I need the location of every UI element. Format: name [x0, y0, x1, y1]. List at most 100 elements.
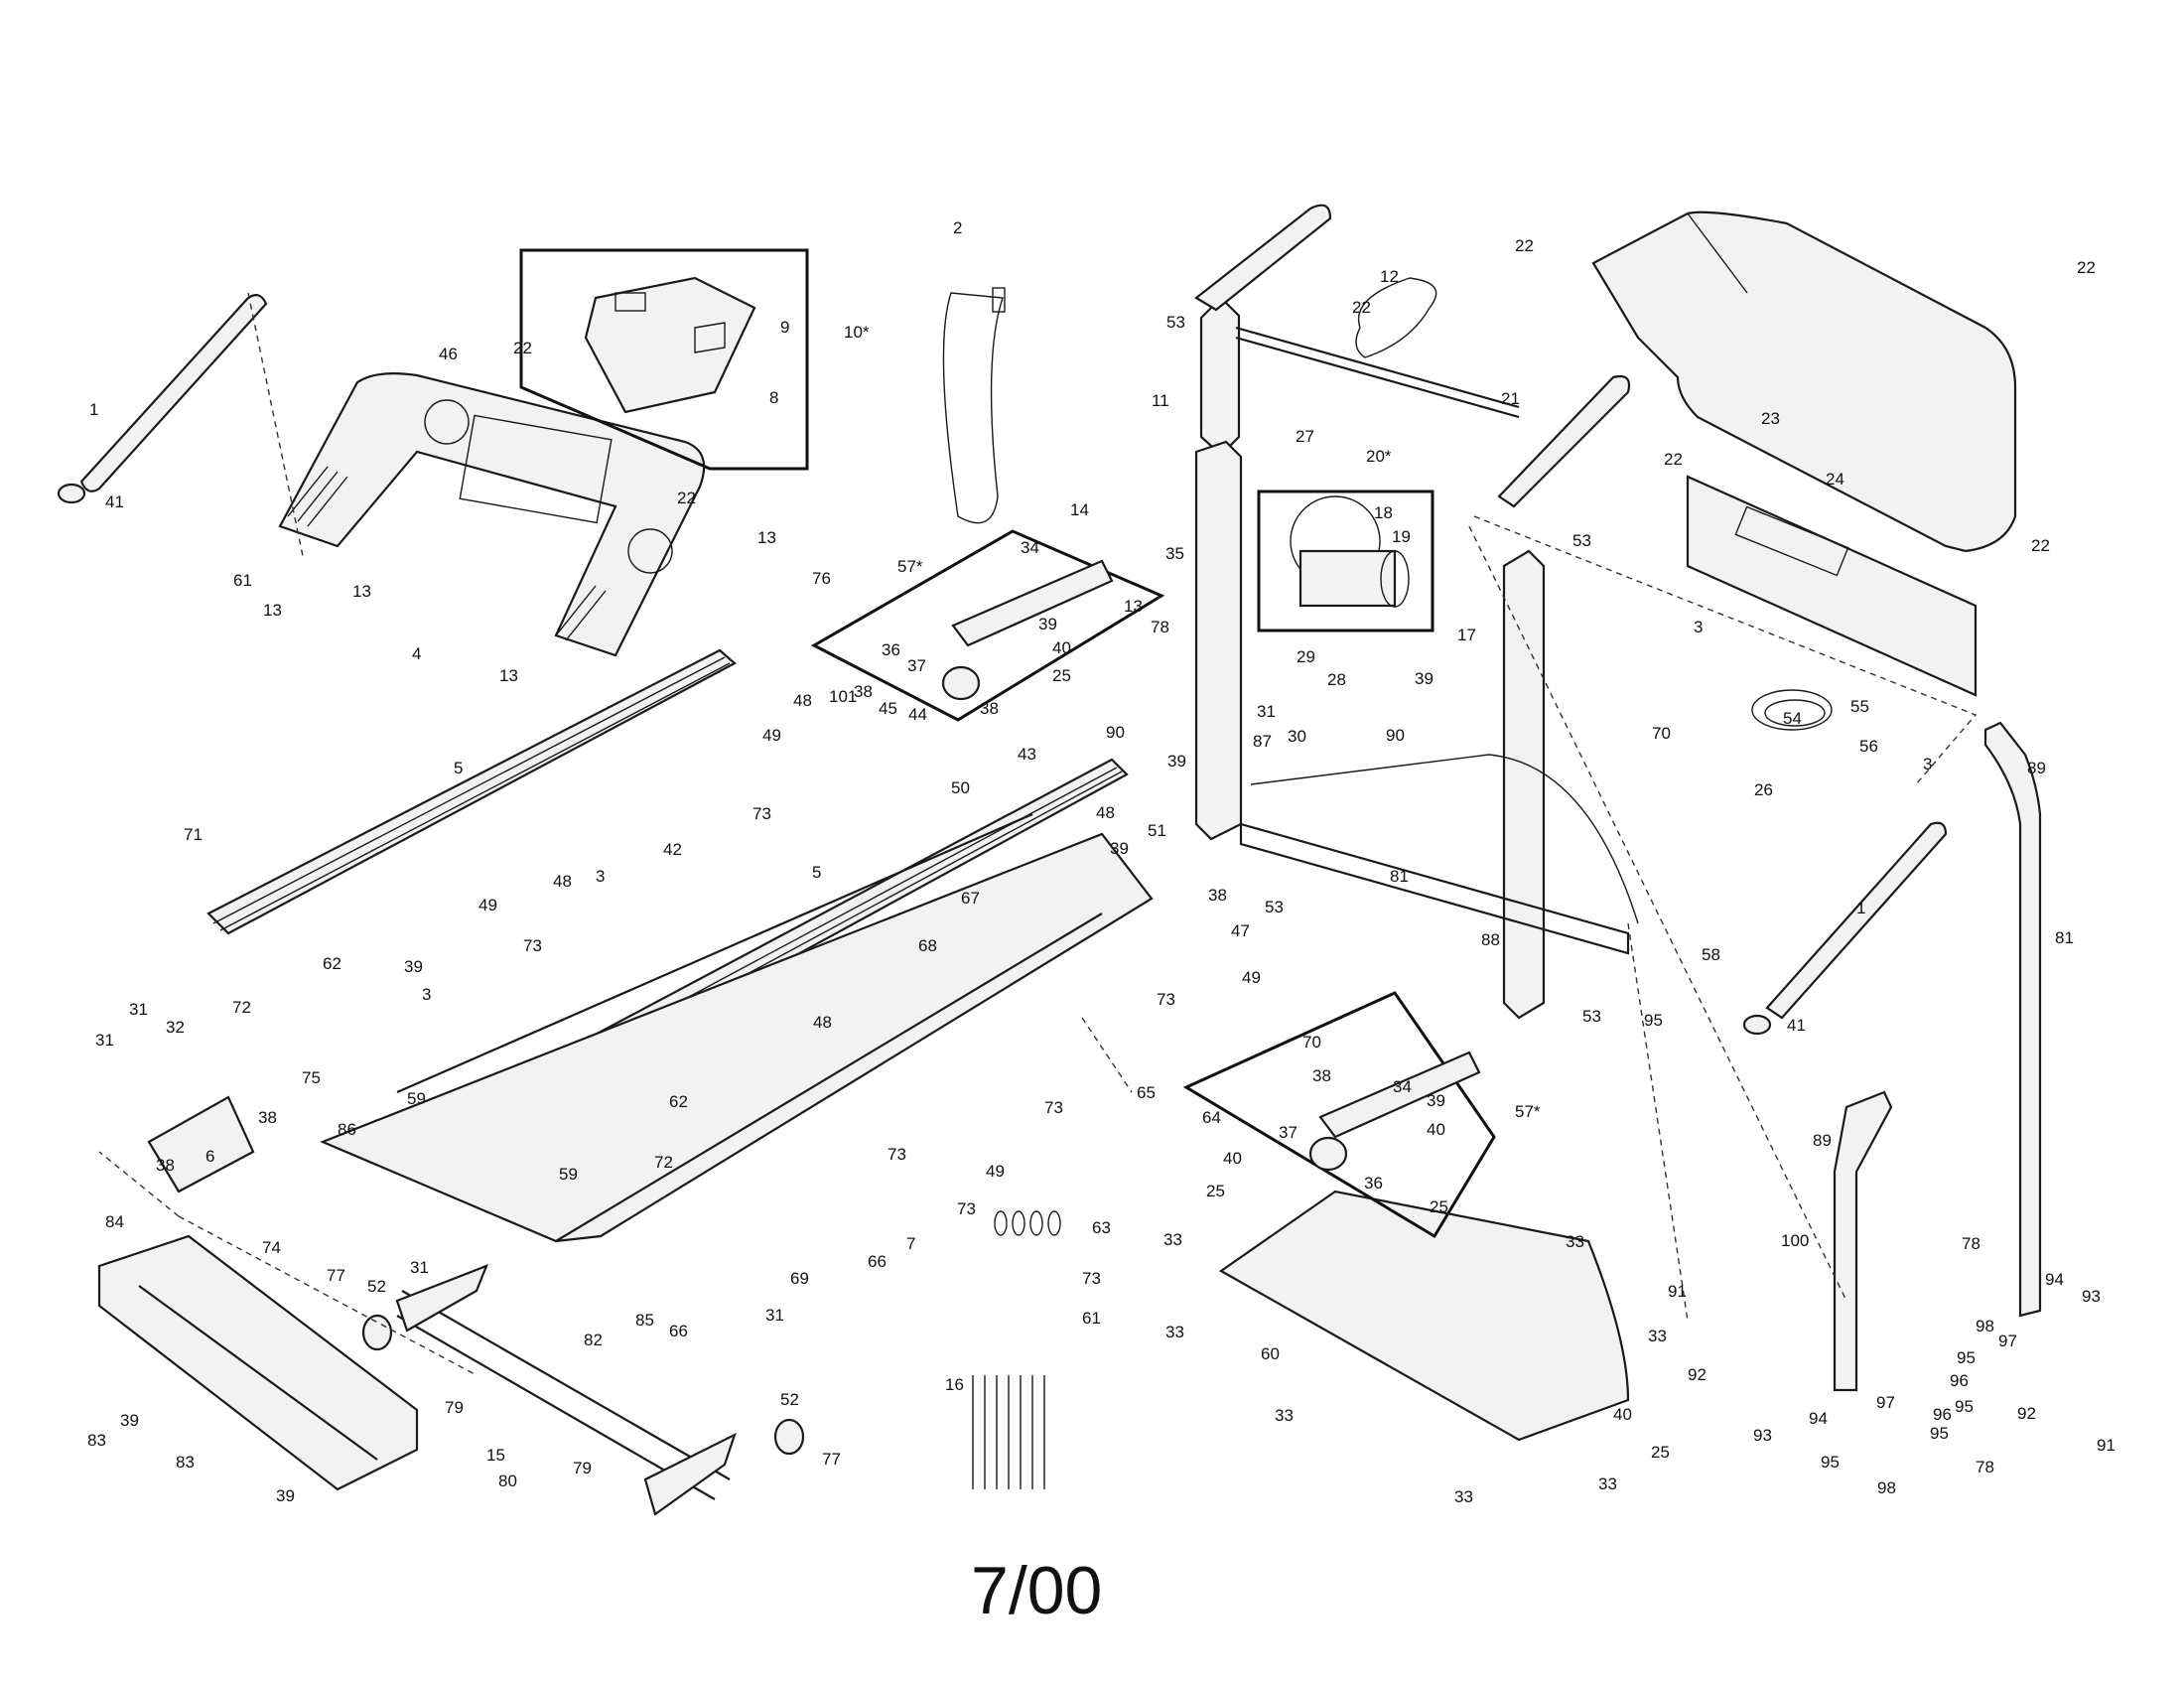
label-98: 98	[1976, 1317, 1994, 1335]
detail-box-10	[519, 248, 809, 471]
label-86: 86	[338, 1120, 356, 1139]
label-65: 65	[1137, 1083, 1156, 1102]
label-91: 91	[1668, 1282, 1687, 1301]
belt-12	[1355, 277, 1437, 358]
label-31: 31	[95, 1031, 114, 1050]
label-39: 39	[1415, 669, 1433, 688]
label-40: 40	[1427, 1120, 1445, 1139]
label-38: 38	[854, 682, 873, 701]
label-44: 44	[908, 705, 927, 724]
label-79: 79	[445, 1398, 464, 1417]
label-32: 32	[166, 1018, 185, 1037]
label-49: 49	[1242, 968, 1261, 987]
label-82: 82	[584, 1331, 603, 1349]
label-72: 72	[232, 998, 251, 1017]
rear-stabilizer	[97, 1234, 419, 1491]
label-61: 61	[1082, 1309, 1101, 1328]
label-48: 48	[1096, 803, 1115, 822]
label-33: 33	[1163, 1230, 1182, 1249]
label-38: 38	[980, 699, 999, 718]
label-97: 97	[1998, 1332, 2017, 1350]
console-frame	[278, 372, 706, 657]
label-74: 74	[262, 1238, 281, 1257]
label-36: 36	[1364, 1174, 1383, 1193]
label-70: 70	[1652, 724, 1671, 743]
label-40: 40	[1052, 638, 1071, 657]
label-73: 73	[752, 804, 771, 823]
bolts-16	[972, 1375, 1045, 1489]
label-31: 31	[765, 1306, 784, 1325]
label-45: 45	[879, 699, 897, 718]
label-95: 95	[1957, 1348, 1976, 1367]
incline-frame	[401, 1290, 731, 1480]
label-72: 72	[654, 1153, 673, 1172]
label-70: 70	[1302, 1033, 1321, 1052]
label-90: 90	[1106, 723, 1125, 742]
label-10: 10*	[844, 323, 870, 342]
label-53: 53	[1572, 531, 1591, 550]
label-6: 6	[205, 1147, 214, 1166]
label-59: 59	[559, 1165, 578, 1184]
label-52: 52	[780, 1390, 799, 1409]
label-85: 85	[635, 1311, 654, 1330]
label-39: 39	[1167, 752, 1186, 771]
label-66: 66	[669, 1322, 688, 1340]
label-49: 49	[986, 1162, 1005, 1181]
label-57-upper: 57*	[897, 557, 923, 576]
strap-2	[942, 292, 1004, 524]
label-28: 28	[1327, 670, 1346, 689]
label-3: 3	[1923, 755, 1932, 773]
label-92: 92	[2017, 1404, 2036, 1423]
label-4: 4	[412, 644, 421, 663]
label-13: 13	[757, 528, 776, 547]
label-88: 88	[1481, 930, 1500, 949]
label-11: 11	[1152, 391, 1169, 410]
label-25: 25	[1430, 1197, 1448, 1216]
label-48: 48	[793, 691, 812, 710]
label-19: 19	[1392, 527, 1411, 546]
label-39: 39	[404, 957, 423, 976]
label-81: 81	[2055, 928, 2074, 947]
label-41: 41	[1787, 1016, 1806, 1035]
label-68: 68	[918, 936, 937, 955]
label-81: 81	[1390, 867, 1409, 886]
label-3: 3	[1694, 618, 1703, 636]
label-24: 24	[1826, 470, 1844, 489]
date-code: 7/00	[971, 1553, 1102, 1628]
label-22: 22	[2077, 258, 2096, 277]
label-78: 78	[1962, 1234, 1980, 1253]
detail-box-20	[1257, 490, 1434, 632]
label-36: 36	[882, 640, 900, 659]
label-40: 40	[1223, 1149, 1242, 1168]
label-22: 22	[1515, 236, 1534, 255]
label-61: 61	[233, 571, 252, 590]
label-22: 22	[2031, 536, 2050, 555]
label-31: 31	[410, 1258, 429, 1277]
label-97: 97	[1876, 1393, 1895, 1412]
label-76: 76	[812, 569, 831, 588]
label-93: 93	[2082, 1287, 2101, 1306]
label-69: 69	[790, 1269, 809, 1288]
label-53: 53	[1582, 1007, 1601, 1026]
label-26: 26	[1754, 780, 1773, 799]
label-39: 39	[276, 1486, 295, 1505]
label-94: 94	[1809, 1409, 1828, 1428]
label-13: 13	[1124, 597, 1143, 616]
label-38: 38	[1312, 1066, 1331, 1085]
label-27: 27	[1296, 427, 1314, 446]
base-tray	[1218, 1190, 1630, 1442]
ties-63	[994, 1210, 1061, 1236]
callout-labels: 1 1 2 3 3 3 3 4 5 5 6 7 8 9 10* 11 12 13…	[87, 218, 2116, 1506]
label-89: 89	[2027, 759, 2046, 777]
handrail-left	[79, 294, 268, 492]
label-3: 3	[422, 985, 431, 1004]
label-40: 40	[1613, 1405, 1632, 1424]
label-91: 91	[2097, 1436, 2116, 1455]
label-23: 23	[1761, 409, 1780, 428]
label-95: 95	[1955, 1397, 1974, 1416]
label-31: 31	[129, 1000, 148, 1019]
label-21: 21	[1501, 389, 1520, 408]
label-33: 33	[1598, 1474, 1617, 1493]
label-48: 48	[813, 1013, 832, 1032]
label-67: 67	[961, 889, 980, 908]
